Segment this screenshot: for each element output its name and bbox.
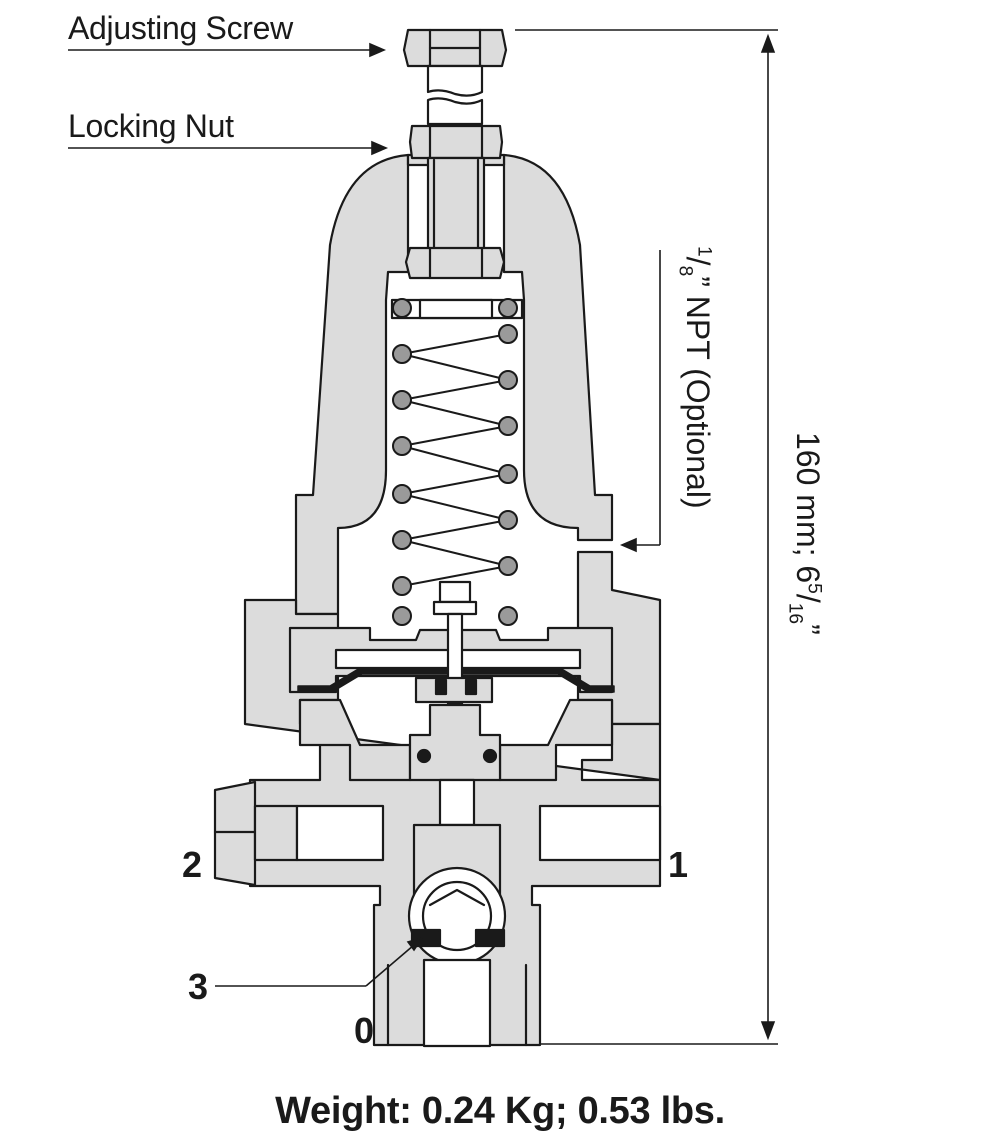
height-main-text: 160 mm; 6 — [790, 432, 826, 584]
height-fraction-numerator: 5 — [803, 583, 825, 594]
port-0-label: 0 — [354, 1010, 375, 1051]
port-2-plug — [213, 780, 257, 887]
bonnet — [294, 153, 614, 616]
adjusting-screw-label: Adjusting Screw — [68, 10, 293, 46]
height-fraction-denominator: 16 — [784, 602, 806, 625]
screw-body — [426, 156, 486, 252]
npt-label: 1/8” NPT (Optional) — [674, 246, 716, 509]
port-2-label: 2 — [182, 844, 203, 885]
locking-nut — [408, 124, 504, 160]
npt-text: ” NPT (Optional) — [680, 276, 716, 509]
weight-label: Weight: 0.24 Kg; 0.53 lbs. — [275, 1090, 725, 1132]
npt-fraction-denominator: 8 — [674, 265, 696, 277]
screw-shank — [426, 64, 484, 97]
port-3-label: 3 — [188, 966, 209, 1007]
spring — [401, 333, 509, 587]
diaphragm — [297, 667, 615, 693]
npt-fraction-numerator: 1 — [693, 246, 715, 257]
height-dimension-label: 160 mm; 65/16” — [784, 432, 826, 635]
port-1-label: 1 — [668, 844, 689, 885]
locking-nut-label: Locking Nut — [68, 108, 234, 144]
height-tail: ” — [790, 624, 826, 635]
